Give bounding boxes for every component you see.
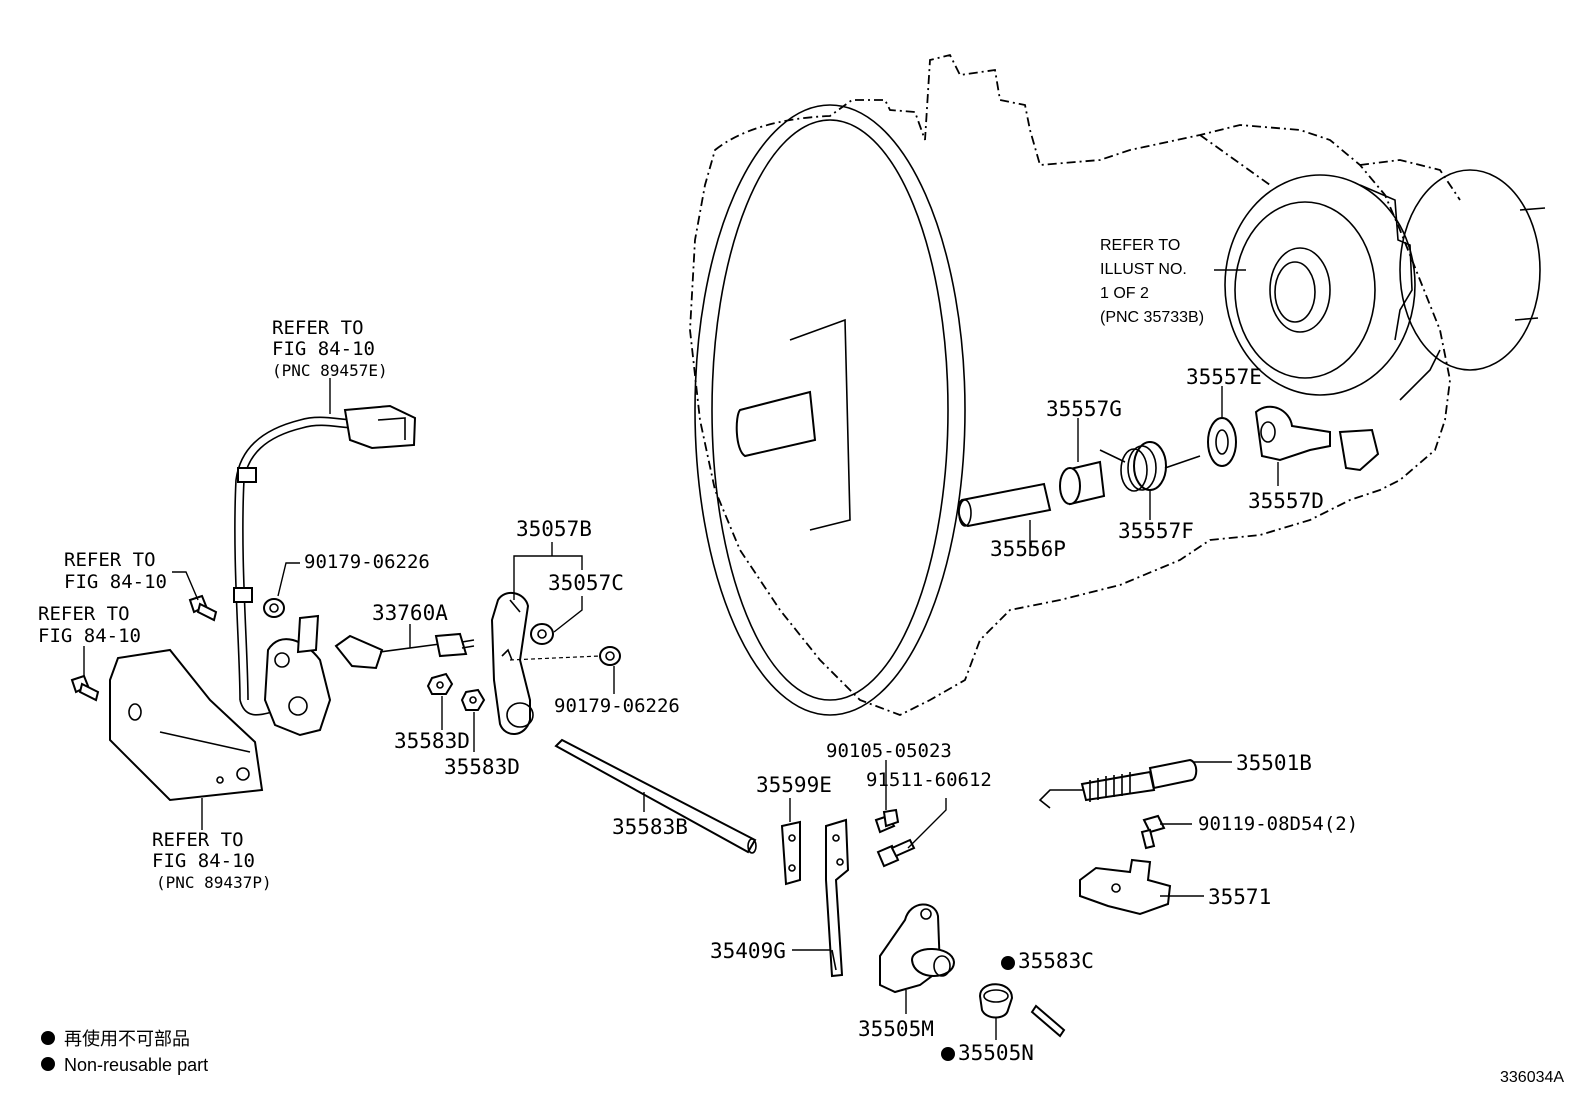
rear-extension <box>1224 169 1546 401</box>
label-90119-08D54: 90119-08D54(2) <box>1198 813 1358 835</box>
ref-bracket-line3: (PNC 89437P) <box>156 873 272 892</box>
ref-harness-line2: FIG 84-10 <box>272 338 375 360</box>
washer-35557E <box>1207 417 1237 467</box>
bolt-left-icon <box>70 674 100 702</box>
legend-en: Non-reusable part <box>64 1055 208 1075</box>
legend-marker-jp <box>41 1031 55 1045</box>
shaft-35556P <box>957 482 1052 528</box>
leader-lines <box>83 269 1279 1040</box>
ref-bracket-line2: FIG 84-10 <box>152 850 255 872</box>
label-90179-06226-b: 90179-06226 <box>554 695 680 717</box>
label-35583D-1: 35583D <box>394 729 470 753</box>
label-35505M: 35505M <box>858 1017 934 1041</box>
nut-35583D-1-icon <box>426 672 454 695</box>
ref-bolt-top-line1: REFER TO <box>64 549 156 571</box>
label-35583D-2: 35583D <box>444 755 520 779</box>
shaft-35583B <box>554 738 757 854</box>
pin-35583C <box>1030 1004 1066 1038</box>
label-35571: 35571 <box>1208 885 1271 909</box>
bracket <box>109 648 264 802</box>
ref-harness-line1: REFER TO <box>272 317 364 339</box>
plate-35571 <box>1079 858 1172 916</box>
spring-35557F <box>1099 441 1201 492</box>
label-35557E: 35557E <box>1186 365 1262 389</box>
legend: 再使用不可部品 Non-reusable part <box>41 1029 208 1075</box>
label-35505N: 35505N <box>958 1041 1034 1065</box>
bolt-top-icon <box>188 594 218 622</box>
collar-35505N <box>978 983 1014 1019</box>
ref-trans-line4: (PNC 35733B) <box>1100 309 1204 326</box>
bell-housing-flange <box>694 104 966 716</box>
illustration-id: 336034A <box>1500 1069 1564 1086</box>
rod-35409G <box>825 818 850 978</box>
label-35583C: 35583C <box>1018 949 1094 973</box>
lever-35057B <box>490 591 534 735</box>
bolt-91511-icon <box>876 838 916 868</box>
wire-harness <box>233 404 417 716</box>
sensor-33760A <box>334 632 475 670</box>
legend-marker-en <box>41 1057 55 1071</box>
bushing-35557G <box>1059 460 1106 506</box>
nut-35583D-2-icon <box>460 688 486 711</box>
label-35501B: 35501B <box>1236 751 1312 775</box>
nut-35057C-icon <box>530 623 554 645</box>
neutral-switch <box>263 614 332 737</box>
ref-bracket-line1: REFER TO <box>152 829 244 851</box>
label-35556P: 35556P <box>990 537 1066 561</box>
label-35057C: 35057C <box>548 571 624 595</box>
plate-35599E <box>780 820 801 886</box>
non-reusable-marker-35505N <box>941 1047 955 1061</box>
rod-35501B <box>1038 758 1198 809</box>
label-33760A: 33760A <box>372 601 448 625</box>
label-91511-60612: 91511-60612 <box>866 769 992 791</box>
legend-jp: 再使用不可部品 <box>64 1029 190 1049</box>
label-35599E: 35599E <box>756 773 832 797</box>
ref-harness-line3: (PNC 89457E) <box>272 361 388 380</box>
label-35057B: 35057B <box>516 517 592 541</box>
nut-90179-b-icon <box>599 646 621 666</box>
bolt-90119-icon <box>1140 814 1166 850</box>
label-35409G: 35409G <box>710 939 786 963</box>
ref-bolt-left-line2: FIG 84-10 <box>38 625 141 647</box>
label-35557F: 35557F <box>1118 519 1194 543</box>
bolt-90105-icon <box>874 808 900 834</box>
label-35557D: 35557D <box>1248 489 1324 513</box>
ref-trans-line2: ILLUST NO. <box>1100 261 1187 278</box>
nut-90179-a-icon <box>263 598 285 618</box>
ref-trans-line3: 1 OF 2 <box>1100 285 1149 302</box>
label-35583B: 35583B <box>612 815 688 839</box>
label-90105-05023: 90105-05023 <box>826 740 952 762</box>
ref-bolt-top-line2: FIG 84-10 <box>64 571 167 593</box>
non-reusable-marker-35583C <box>1001 956 1015 970</box>
labels: REFER TO FIG 84-10 (PNC 89457E) REFER TO… <box>38 237 1358 1065</box>
label-35557G: 35557G <box>1046 397 1122 421</box>
lever-35505M <box>879 903 956 994</box>
ref-bolt-left-line1: REFER TO <box>38 603 130 625</box>
ref-trans-line1: REFER TO <box>1100 237 1180 254</box>
transmission-housing <box>689 53 1461 716</box>
lever-35557D <box>1254 405 1380 472</box>
label-90179-06226-a: 90179-06226 <box>304 551 430 573</box>
